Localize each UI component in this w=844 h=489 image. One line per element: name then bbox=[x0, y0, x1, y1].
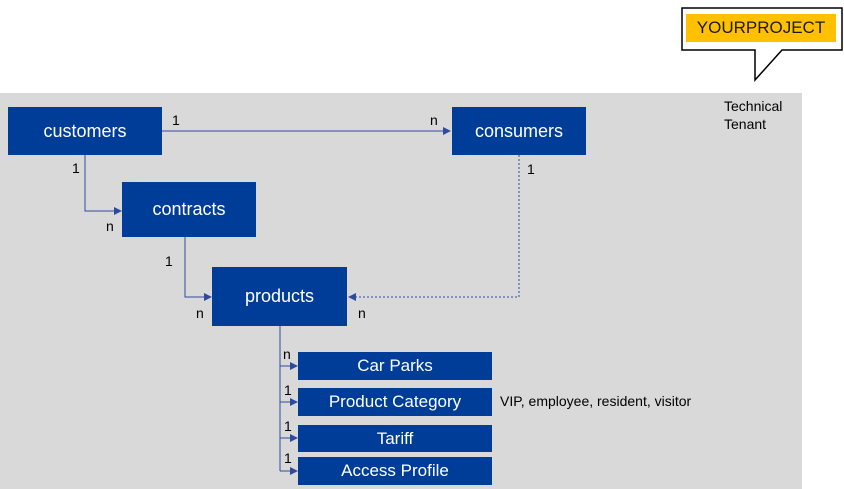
project-callout-label: YOURPROJECT bbox=[686, 14, 836, 42]
connector-consumers-products bbox=[348, 155, 520, 301]
cardinality-consumers-products-from: 1 bbox=[527, 161, 535, 177]
technical-tenant-label: Technical Tenant bbox=[724, 97, 782, 133]
cardinality-products-tariff: 1 bbox=[284, 418, 292, 434]
cardinality-customers-contracts-to: n bbox=[106, 218, 114, 234]
product-category-note: VIP, employee, resident, visitor bbox=[500, 393, 692, 409]
entity-tariff: Tariff bbox=[298, 425, 492, 452]
connector-customers-contracts bbox=[84, 155, 122, 215]
cardinality-customers-contracts-from: 1 bbox=[72, 160, 80, 176]
tenant-label-line1: Technical bbox=[724, 98, 783, 114]
cardinality-customers-consumers-to: n bbox=[430, 112, 438, 128]
tenant-label-line2: Tenant bbox=[724, 116, 767, 132]
cardinality-products-access-profile: 1 bbox=[284, 450, 292, 466]
cardinality-consumers-products-to: n bbox=[358, 305, 366, 321]
entity-contracts: contracts bbox=[122, 182, 256, 237]
entity-access-profile: Access Profile bbox=[298, 457, 492, 485]
technical-tenant-area bbox=[0, 93, 802, 489]
entity-products: products bbox=[212, 267, 347, 326]
cardinality-contracts-products-from: 1 bbox=[165, 253, 173, 269]
entity-customers: customers bbox=[8, 107, 162, 155]
entity-car-parks: Car Parks bbox=[298, 352, 492, 380]
entity-product-category: Product Category bbox=[298, 388, 492, 416]
connector-contracts-products bbox=[184, 237, 212, 301]
entity-consumers: consumers bbox=[452, 107, 586, 155]
cardinality-products-product-category: 1 bbox=[284, 382, 292, 398]
cardinality-products-car-parks: n bbox=[283, 346, 291, 362]
cardinality-contracts-products-to: n bbox=[196, 305, 204, 321]
cardinality-customers-consumers-from: 1 bbox=[172, 112, 180, 128]
